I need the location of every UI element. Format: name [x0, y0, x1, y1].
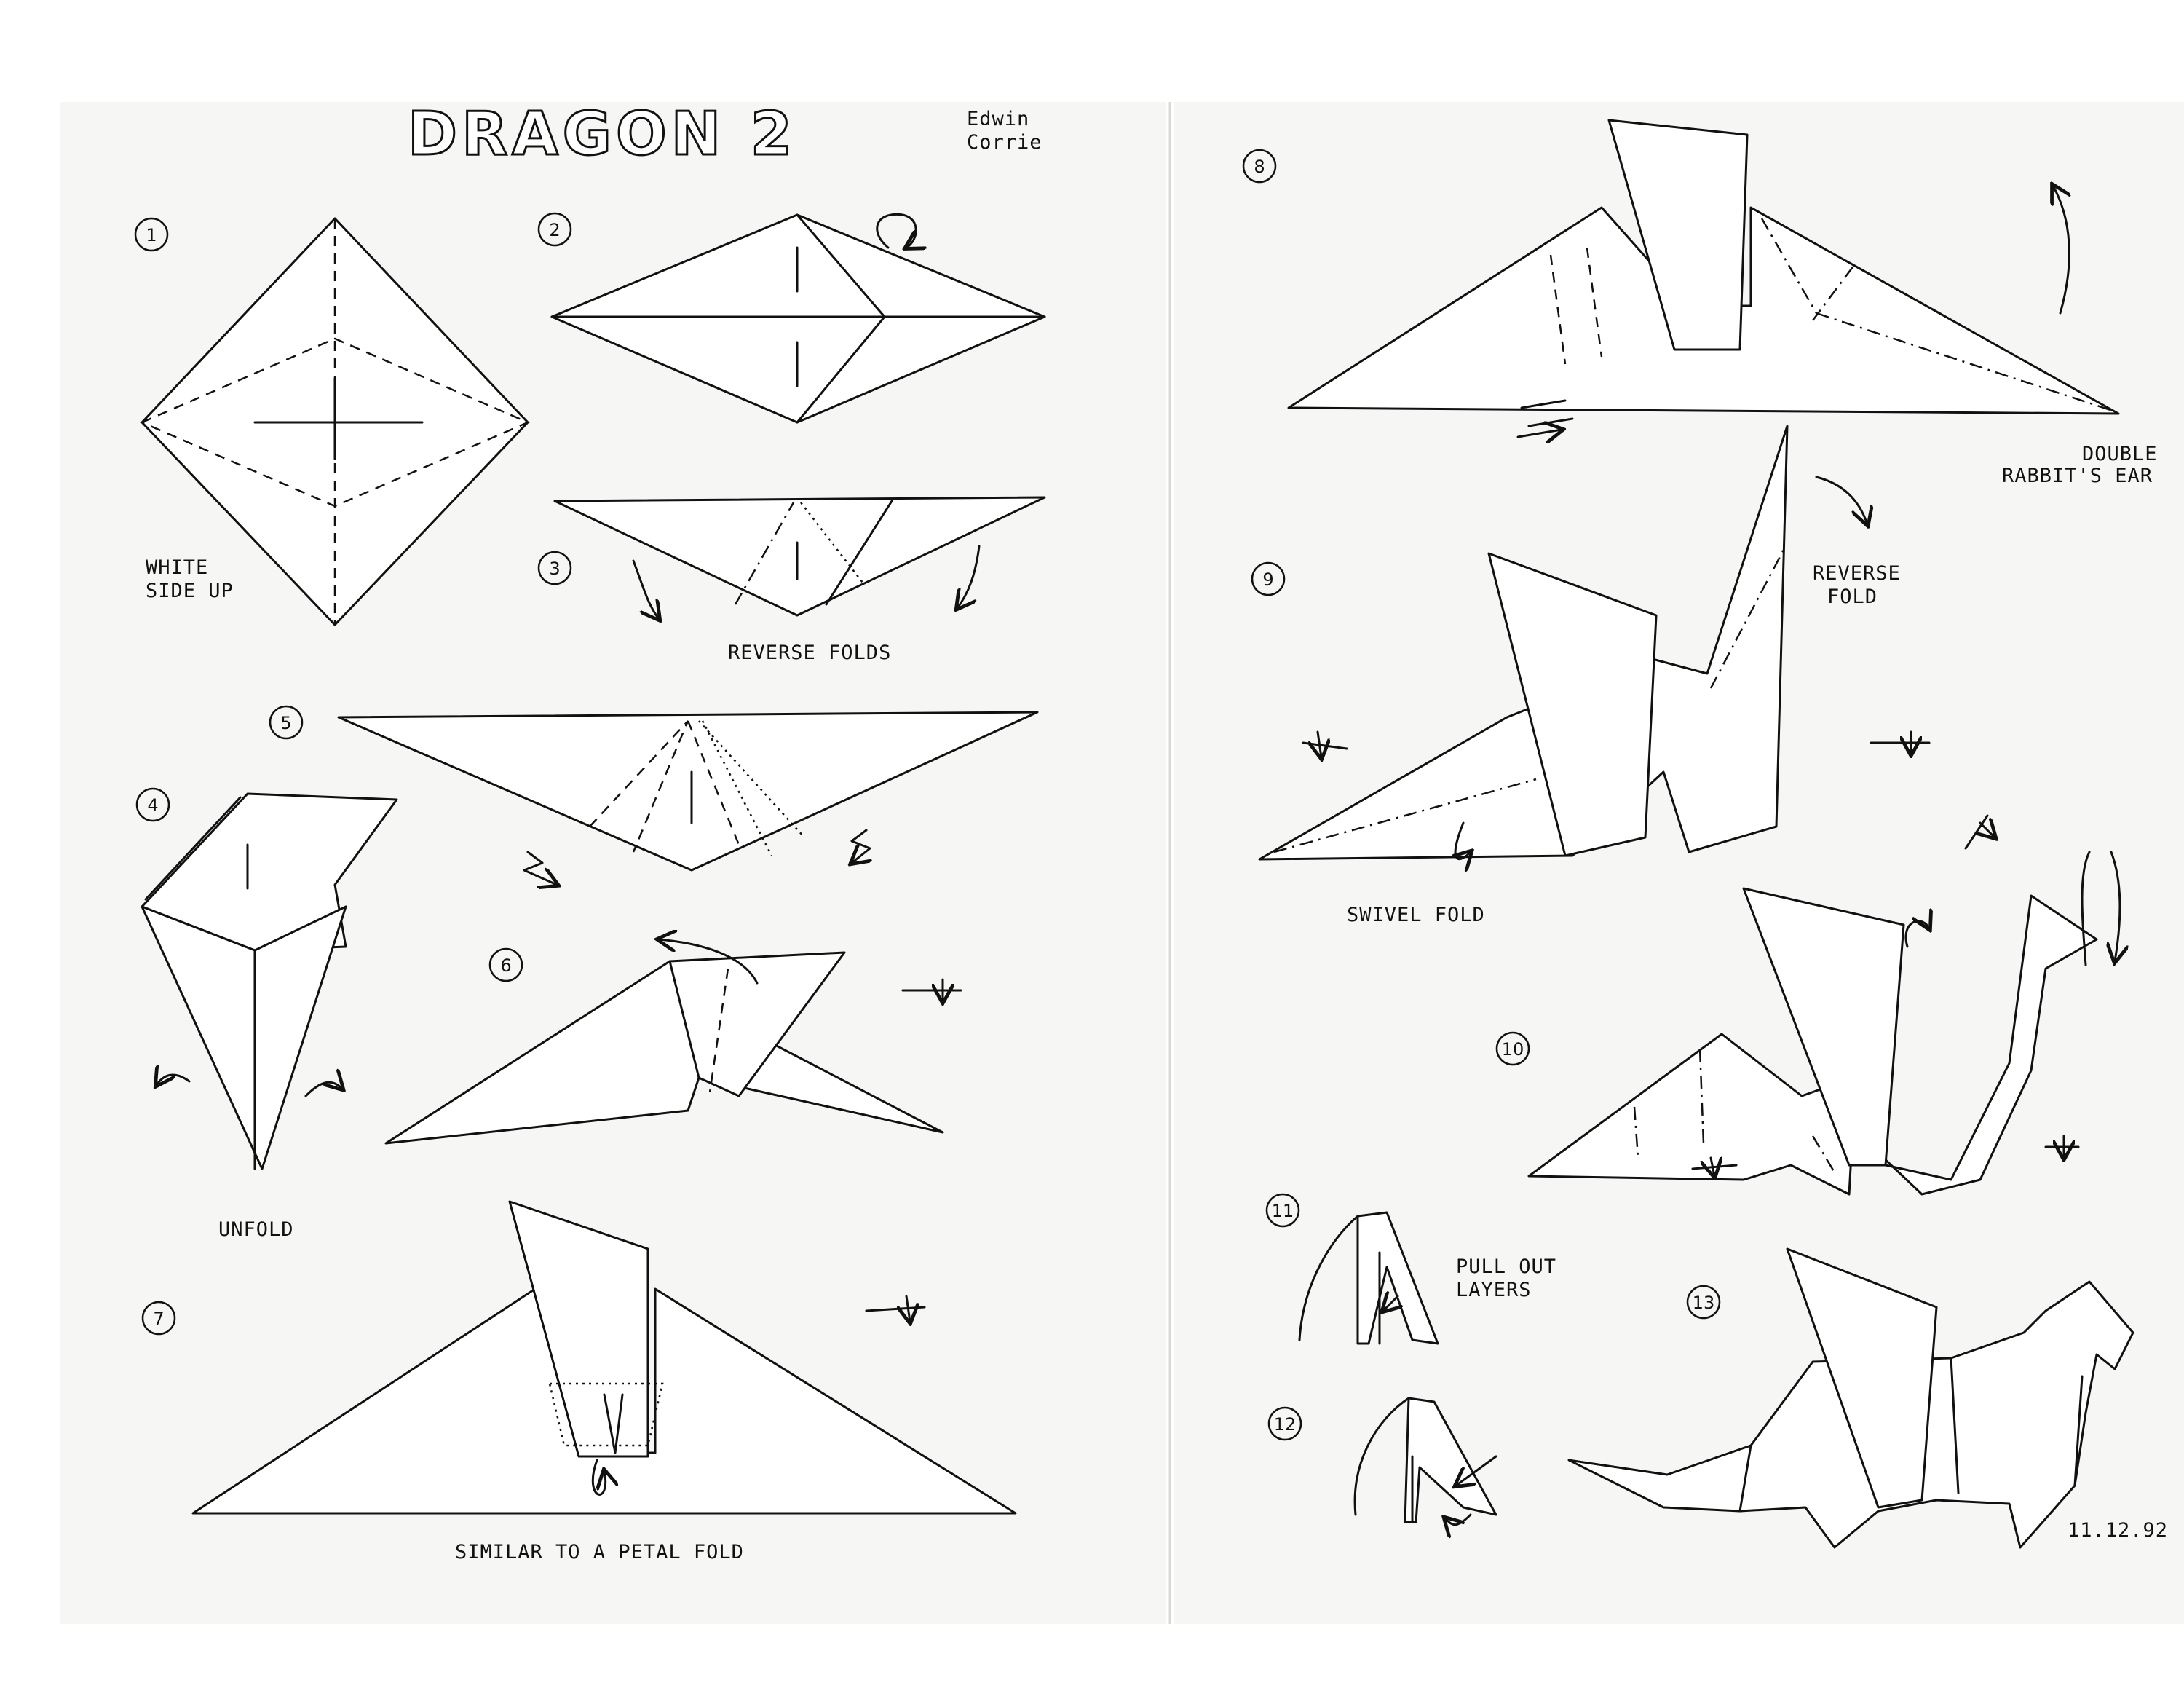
step-number-11: 11: [1272, 1201, 1294, 1221]
step-9: 9 REVERSE FOLD SWIVEL FOLD: [1251, 425, 1929, 926]
step-number-4: 4: [147, 795, 158, 816]
step-1-label-line-2: SIDE UP: [146, 580, 234, 602]
step-8: 8 DOUBLE RABBIT'S EAR: [1242, 119, 2158, 487]
step-8-label-line-2: RABBIT'S EAR: [2002, 465, 2153, 487]
step-1-label-line-1: WHITE: [146, 556, 208, 579]
step-number-12: 12: [1274, 1414, 1297, 1435]
step-10: 10: [1495, 814, 2120, 1194]
step-number-7: 7: [153, 1309, 164, 1329]
page-title: DRAGON 2: [408, 100, 796, 169]
step-1: 1 WHITE SIDE UP: [134, 217, 531, 626]
step-6: 6: [384, 939, 961, 1145]
step-11: 11 PULL OUT LAYERS: [1265, 1193, 1556, 1345]
step-13: 13 11.12.92: [1567, 1247, 2168, 1549]
step-number-13: 13: [1693, 1293, 1715, 1313]
author-last-name: Corrie: [967, 131, 1042, 154]
step-number-5: 5: [280, 713, 291, 733]
step-12: 12: [1267, 1397, 1497, 1525]
step-number-10: 10: [1502, 1039, 1524, 1060]
step-4: 4 UNFOLD: [135, 787, 398, 1241]
step-number-1: 1: [146, 225, 157, 245]
step-2: 2: [537, 212, 1046, 424]
step-11-label-line-2: LAYERS: [1456, 1279, 1532, 1301]
step-number-6: 6: [500, 955, 511, 976]
step-7-label: SIMILAR TO A PETAL FOLD: [455, 1541, 744, 1563]
step-number-2: 2: [549, 220, 560, 240]
step-4-label: UNFOLD: [218, 1218, 294, 1241]
step-3: 3 REVERSE FOLDS: [537, 496, 1046, 664]
step-3-label: REVERSE FOLDS: [728, 642, 891, 664]
step-number-9: 9: [1262, 569, 1273, 590]
completion-date: 11.12.92: [2068, 1519, 2168, 1542]
step-9-label-swivel: SWIVEL FOLD: [1347, 904, 1485, 926]
step-9-label-fold: FOLD: [1827, 585, 1878, 608]
step-number-3: 3: [549, 559, 560, 579]
step-9-label-reverse: REVERSE: [1813, 562, 1901, 585]
author-first-name: Edwin: [967, 108, 1029, 130]
step-11-label-line-1: PULL OUT: [1456, 1255, 1556, 1278]
step-8-label-line-1: DOUBLE: [2082, 443, 2158, 465]
step-7: 7 SIMILAR TO A PETAL FOLD: [141, 1200, 1017, 1563]
step-number-8: 8: [1254, 157, 1265, 177]
step-5: 5: [269, 705, 1039, 885]
